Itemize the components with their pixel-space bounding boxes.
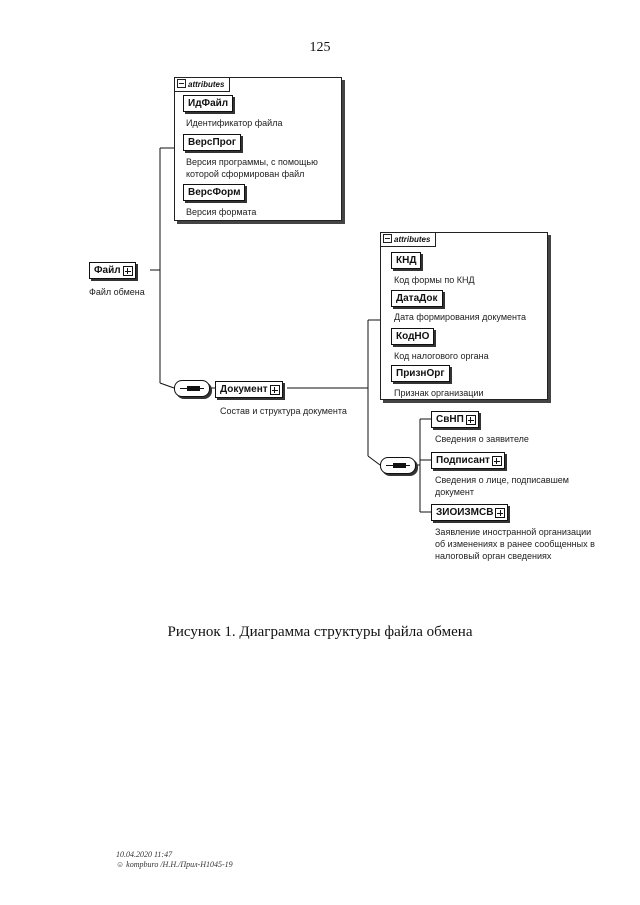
child-node-podpisant[interactable]: Подписант xyxy=(431,452,505,469)
figure-caption: Рисунок 1. Диаграмма структуры файла обм… xyxy=(167,624,473,640)
attr-desc-versform: Версия формата xyxy=(186,207,257,217)
footer-timestamp: 10.04.2020 11:47 xyxy=(116,850,173,859)
document-attributes-tab[interactable]: attributes xyxy=(380,232,437,247)
document-node[interactable]: Документ xyxy=(215,381,283,398)
root-node-file[interactable]: Файл xyxy=(89,262,136,279)
page-number: 125 xyxy=(309,40,331,55)
expand-plus-icon[interactable] xyxy=(495,508,506,518)
child-desc-podpisant: Сведения о лице, подписавшем документ xyxy=(435,475,569,497)
child-node-svnp[interactable]: СвНП xyxy=(431,411,479,428)
file-attributes-group: attributes ИдФайл Идентификатор файла Ве… xyxy=(174,77,342,221)
sequence-compositor-icon[interactable] xyxy=(174,380,210,397)
attr-desc-versprog: Версия программы, с помощью которой сфор… xyxy=(186,157,318,179)
child-node-zioizmsv[interactable]: ЗИОИЗМСВ xyxy=(431,504,509,521)
attr-node-versform[interactable]: ВерсФорм xyxy=(183,184,246,201)
child-desc-zioizmsv: Заявление иностранной организации об изм… xyxy=(435,527,595,561)
root-node-description: Файл обмена xyxy=(89,287,145,297)
expand-plus-icon[interactable] xyxy=(122,266,133,276)
expand-plus-icon[interactable] xyxy=(465,415,476,425)
sequence-compositor-icon[interactable] xyxy=(380,457,416,474)
child-node-label: Подписант xyxy=(436,455,490,466)
footer-source: ☺ kompburo /Н.Н./Прил-Н1045-19 xyxy=(116,860,233,869)
attr-desc-kodno: Код налогового органа xyxy=(394,351,489,361)
file-attributes-tab[interactable]: attributes xyxy=(174,77,231,92)
document-attributes-group: attributes КНД Код формы по КНД ДатаДок … xyxy=(380,232,548,400)
expand-plus-icon[interactable] xyxy=(269,385,280,395)
root-node-label: Файл xyxy=(94,265,121,276)
attr-node-priznorg[interactable]: ПризнОрг xyxy=(391,365,450,382)
attr-desc-priznorg: Признак организации xyxy=(394,388,484,398)
child-node-label: СвНП xyxy=(436,414,464,425)
attributes-tab-label: attributes xyxy=(394,235,431,244)
document-node-description: Состав и структура документа xyxy=(220,406,347,416)
expand-plus-icon[interactable] xyxy=(491,456,502,466)
attr-desc-idfile: Идентификатор файла xyxy=(186,118,283,128)
attr-node-versprog[interactable]: ВерсПрог xyxy=(183,134,242,151)
attr-node-kodno[interactable]: КодНО xyxy=(391,328,435,345)
attr-node-knd[interactable]: КНД xyxy=(391,252,422,269)
child-desc-svnp: Сведения о заявителе xyxy=(435,434,529,444)
collapse-minus-icon[interactable] xyxy=(383,234,392,243)
collapse-minus-icon[interactable] xyxy=(177,79,186,88)
attr-node-datadok[interactable]: ДатаДок xyxy=(391,290,443,307)
attr-desc-datadok: Дата формирования документа xyxy=(394,312,527,322)
attr-desc-knd: Код формы по КНД xyxy=(394,275,475,285)
document-node-label: Документ xyxy=(220,384,268,395)
attributes-tab-label: attributes xyxy=(188,80,225,89)
attr-node-idfile[interactable]: ИдФайл xyxy=(183,95,234,112)
child-node-label: ЗИОИЗМСВ xyxy=(436,507,494,518)
